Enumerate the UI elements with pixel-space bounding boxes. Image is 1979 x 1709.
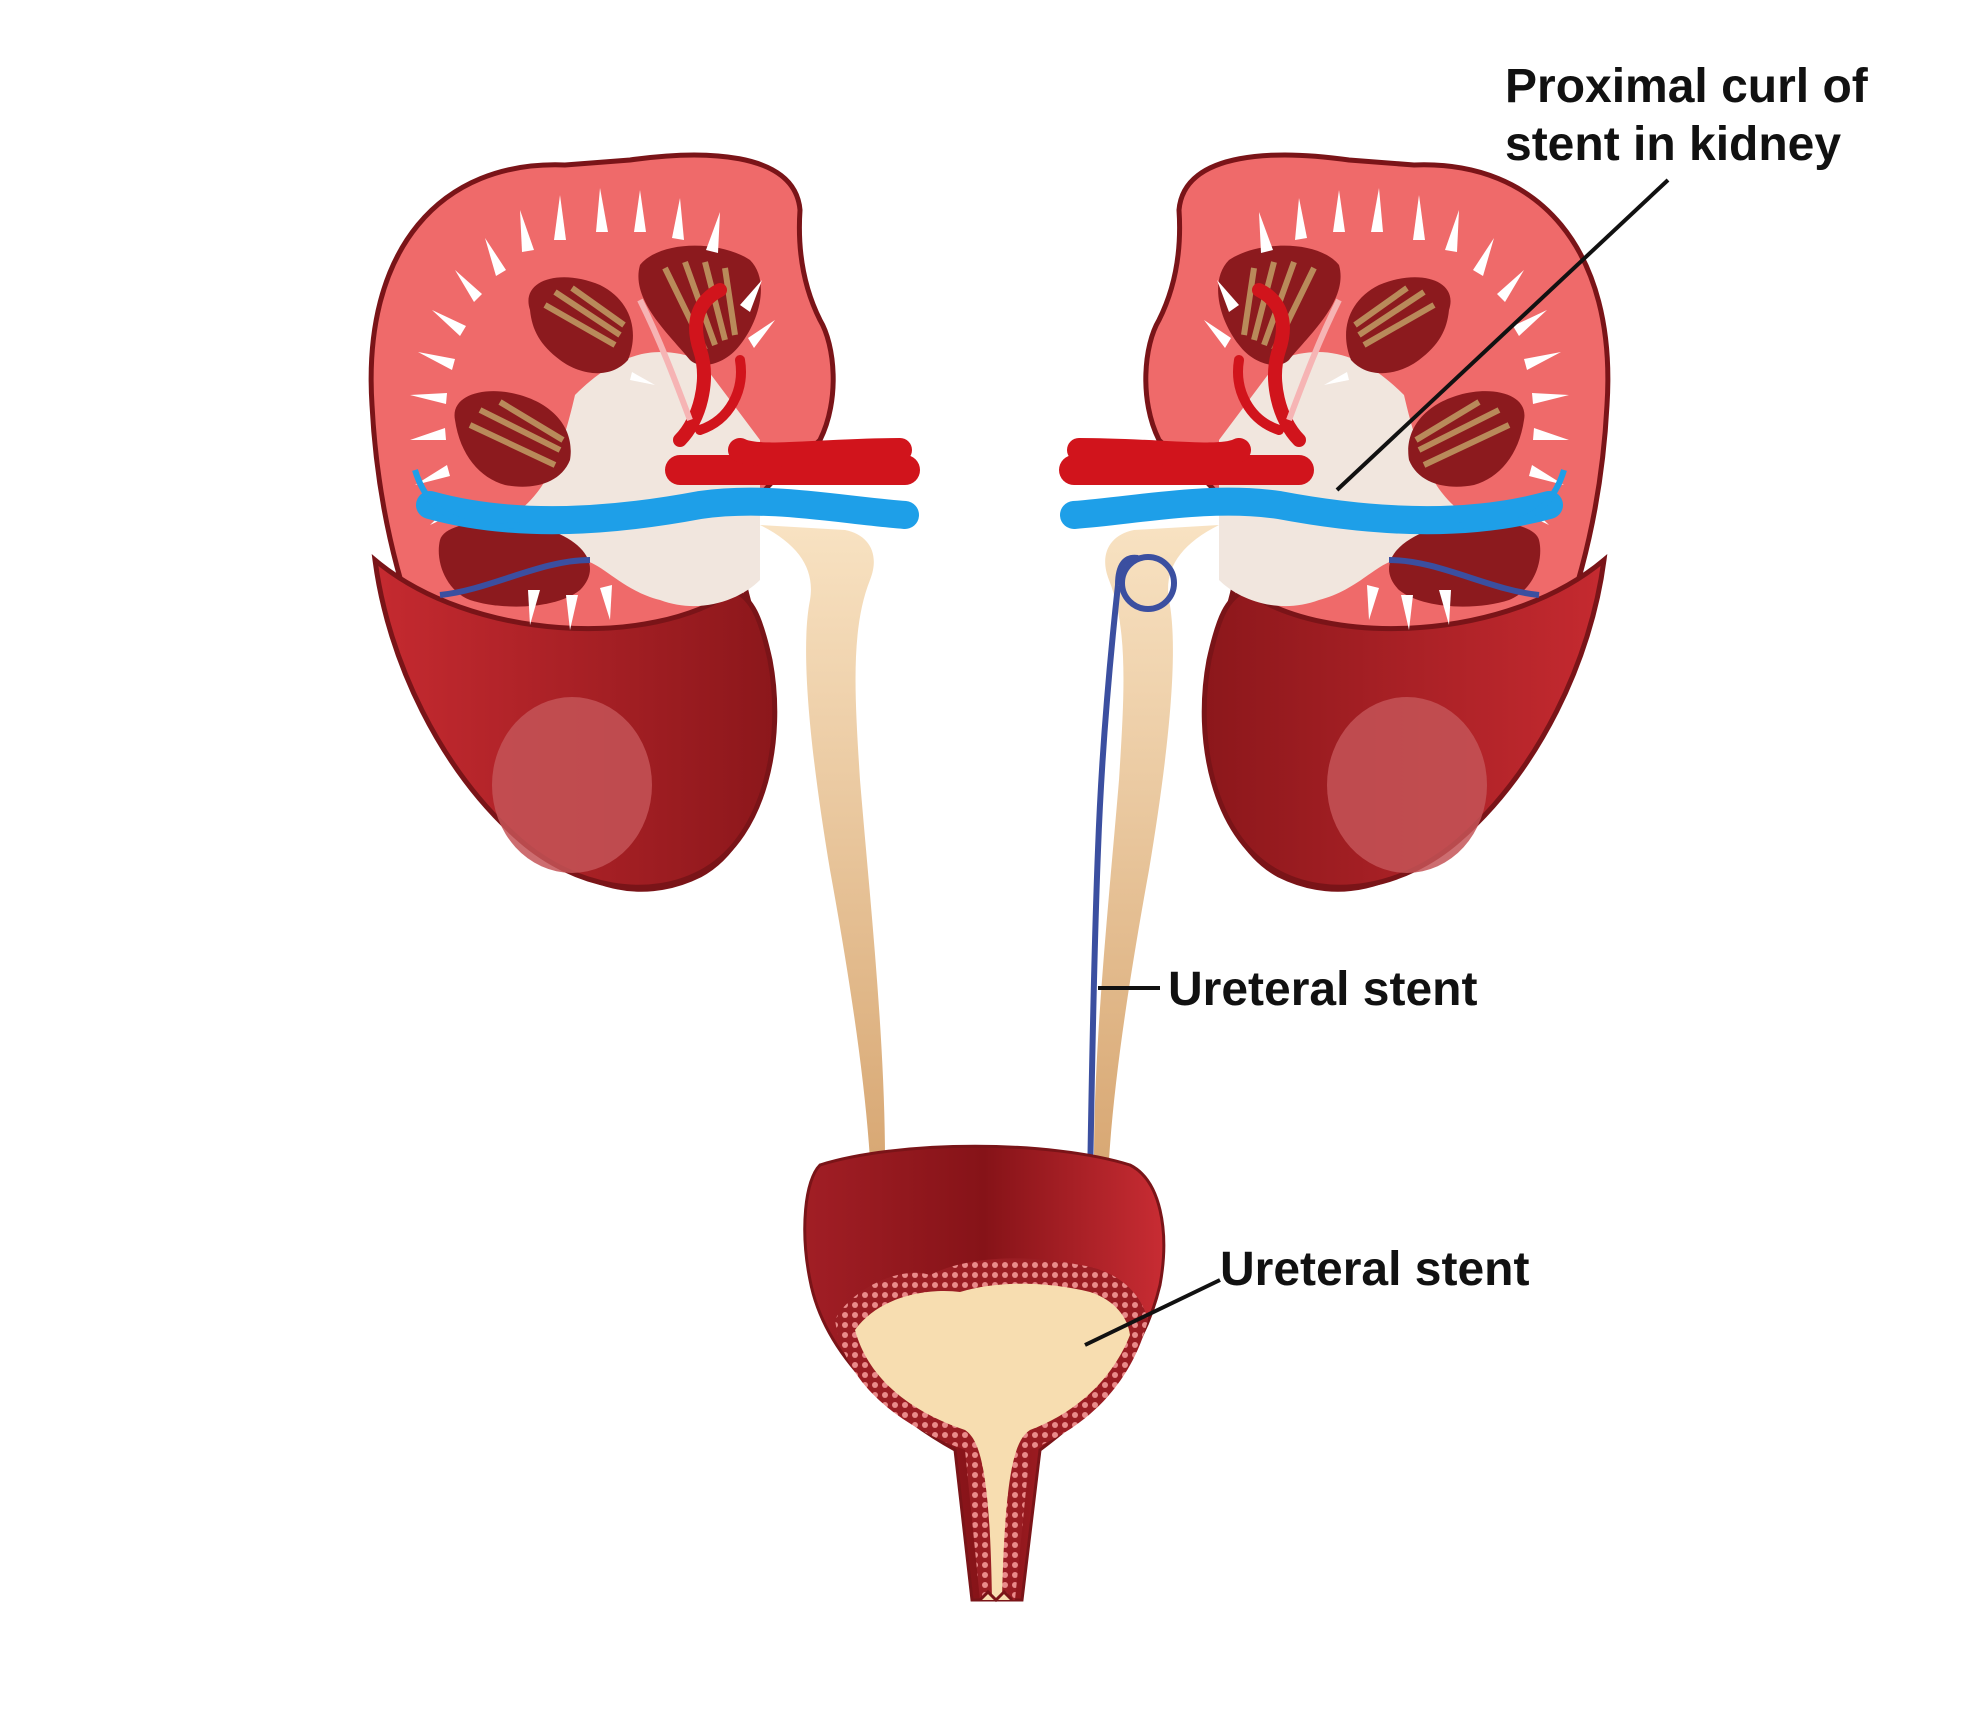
- label-ureteral-stent-lower-group: Ureteral stent: [1084, 1243, 1529, 1347]
- right-ureter: [1094, 525, 1219, 1160]
- stent-proximal-curl: [1119, 554, 1177, 612]
- right-renal-vein: [1060, 487, 1563, 535]
- leader-proximal-curl: [1335, 178, 1670, 492]
- left-kidney: [368, 152, 920, 1160]
- left-renal-vein: [416, 487, 919, 535]
- left-renal-artery-branch: [673, 283, 727, 447]
- bladder-lumen: [855, 1283, 1130, 1600]
- leader-ureteral-stent-lower: [1084, 1278, 1221, 1347]
- label-proximal-curl: Proximal curl of stent in kidney: [1335, 60, 1869, 492]
- label-ureteral-stent-upper: Ureteral stent: [1168, 963, 1477, 1016]
- right-renal-artery-branch: [1252, 283, 1306, 447]
- label-ureteral-stent-lower: Ureteral stent: [1220, 1243, 1529, 1296]
- left-ureter: [760, 525, 885, 1160]
- stent-tube: [1087, 584, 1121, 1186]
- left-kidney-highlight: [492, 697, 652, 873]
- label-proximal-curl-line1: Proximal curl of: [1505, 60, 1869, 113]
- right-kidney-highlight: [1327, 697, 1487, 873]
- right-kidney: [1059, 152, 1611, 1160]
- bladder: [803, 1144, 1166, 1603]
- label-proximal-curl-line2: stent in kidney: [1505, 118, 1841, 171]
- label-ureteral-stent-upper-group: Ureteral stent: [1098, 963, 1477, 1016]
- ureteral-stent: [1087, 554, 1177, 1186]
